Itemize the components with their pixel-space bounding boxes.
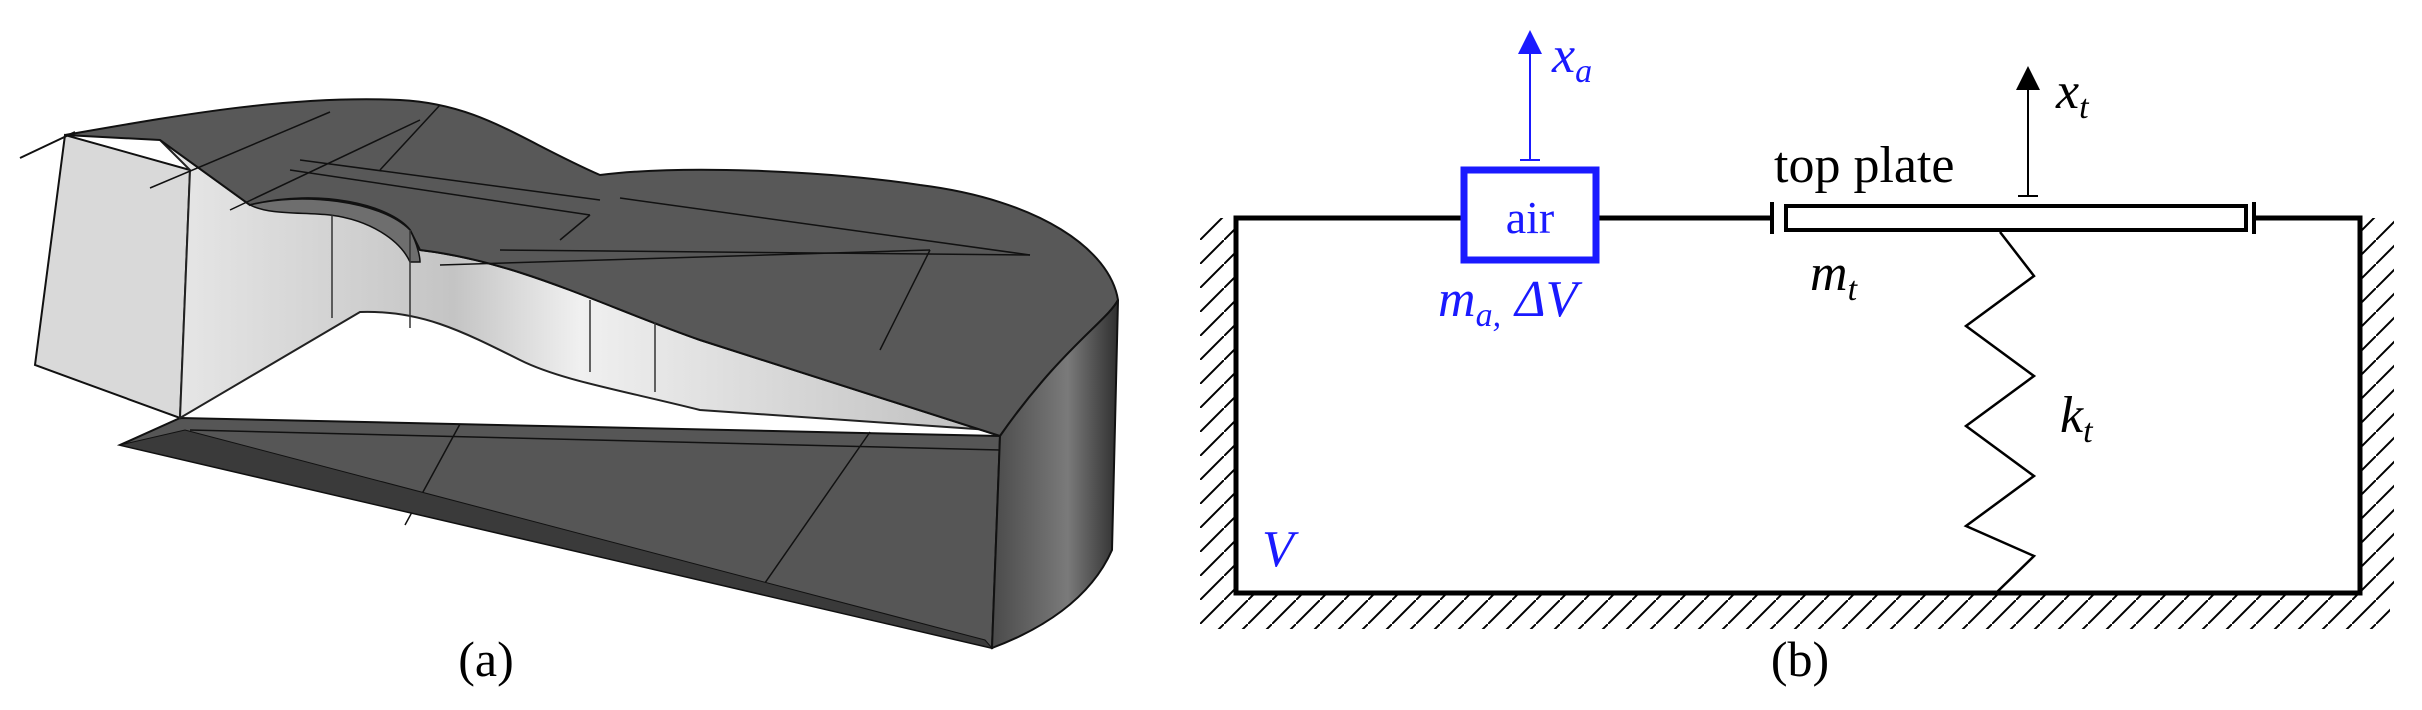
plate-mass-label: mt — [1810, 245, 1859, 308]
left-wall-hatch — [1200, 218, 1234, 593]
air-displacement-var: x — [1551, 27, 1575, 84]
cavity-volume-label: V — [1262, 521, 1299, 578]
spring-var: k — [2060, 387, 2084, 444]
air-label: air — [1506, 192, 1555, 243]
wall-edges — [331, 215, 656, 392]
air-volume-var: ΔV — [1513, 271, 1583, 328]
plate-mass-sub: t — [1848, 271, 1859, 308]
right-wall-hatch — [2360, 218, 2394, 593]
top-plate-bar — [1784, 204, 2248, 232]
right-side-band — [990, 299, 1119, 650]
air-displacement-sub: a — [1575, 53, 1592, 90]
top-plate-surface — [64, 98, 1120, 438]
plate-displacement-sub: t — [2079, 89, 2090, 126]
spring-sub: t — [2083, 413, 2094, 450]
floor-hatch — [1200, 593, 2390, 629]
panel-a-caption: (a) — [458, 631, 514, 687]
bottom-edge-strip — [119, 429, 994, 649]
air-mass-volume-label: ma, ΔV — [1438, 271, 1583, 334]
guitar-body-cutaway — [19, 98, 1120, 650]
air-mass-box — [1460, 166, 1600, 264]
top-edge-line — [19, 131, 76, 159]
spring-label: kt — [2060, 387, 2094, 450]
air-displacement-label: xa — [1551, 27, 1592, 90]
brace-lines — [149, 104, 1031, 351]
left-end-wall — [33, 133, 192, 420]
lumped-model: air xa ma,ΔV top plate xt mt kt V — [1200, 27, 2394, 629]
spring — [1963, 231, 2037, 594]
plate-displacement-label: xt — [2055, 63, 2090, 126]
cavity-outline — [1233, 215, 2363, 596]
panel-b-caption: (b) — [1771, 631, 1829, 687]
air-mass-var: m — [1438, 271, 1476, 328]
top-plate-label: top plate — [1774, 137, 1955, 194]
air-mass-sub: a, — [1476, 297, 1502, 334]
sound-hole-edge — [247, 198, 421, 263]
plate-mass-var: m — [1810, 245, 1848, 302]
plate-displacement-var: x — [2055, 63, 2079, 120]
